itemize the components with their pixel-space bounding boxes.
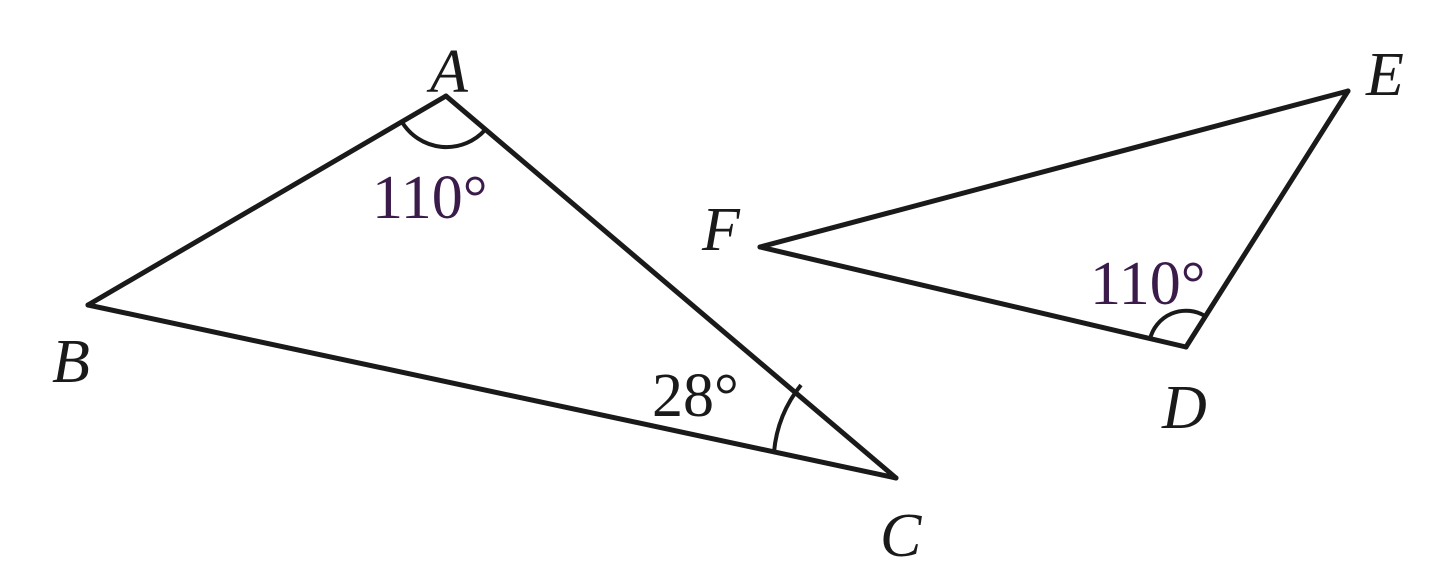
vertex-label-d: D (1161, 374, 1207, 442)
side-fd (757, 244, 1189, 350)
vertex-label-b: B (52, 328, 90, 396)
triangle-def: F E D 110° (701, 41, 1404, 442)
side-fe (757, 88, 1351, 250)
side-ac (443, 93, 899, 481)
angle-label-a: 110° (372, 164, 488, 232)
angle-arc-c (772, 383, 803, 453)
vertex-label-f: F (701, 196, 741, 264)
angle-arc-a (400, 120, 487, 150)
angle-label-d: 110° (1090, 250, 1206, 318)
side-de (1183, 88, 1351, 350)
angle-arc-d (1148, 308, 1207, 340)
vertex-label-a: A (426, 38, 469, 106)
angle-label-c: 28° (652, 362, 739, 430)
side-bc (85, 302, 899, 481)
side-ab (85, 93, 449, 308)
triangle-abc: A B C 110° 28° (52, 38, 922, 562)
vertex-label-c: C (880, 502, 922, 562)
vertex-label-e: E (1365, 41, 1404, 109)
